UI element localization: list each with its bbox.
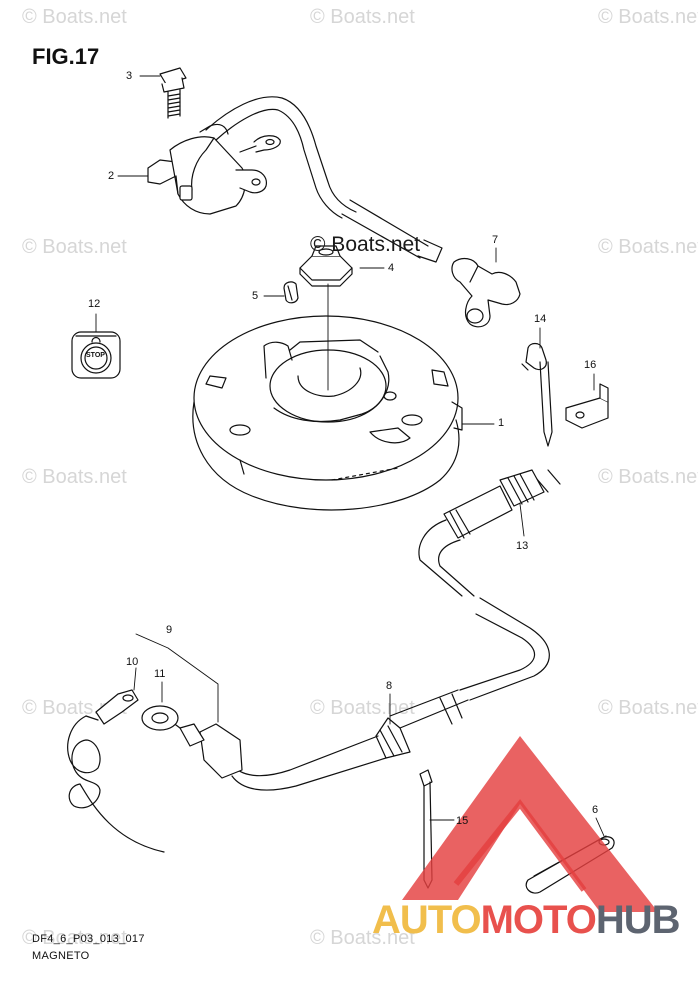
bolt-part-3 — [159, 67, 187, 119]
ignition-coil-part-2 — [147, 123, 267, 215]
callout-3: 3 — [126, 70, 133, 82]
watermark: © Boats.net — [310, 6, 415, 28]
watermark: © Boats.net — [310, 697, 415, 719]
callout-14: 14 — [534, 313, 547, 325]
figure-name: MAGNETO — [32, 950, 90, 962]
figure-title: FIG.17 — [32, 44, 100, 69]
callout-10: 10 — [126, 656, 139, 668]
watermark: © Boats.net — [598, 466, 698, 488]
stop-switch-part-12 — [71, 331, 121, 379]
key-part-5 — [283, 281, 299, 304]
callout-5: 5 — [252, 290, 259, 302]
automotohub-logo-text: AUTOMOTOHUB — [372, 898, 681, 943]
spark-plug-cap-part-7 — [451, 257, 521, 328]
watermark: © Boats.net — [598, 6, 698, 28]
logo-auto: AUTO — [372, 898, 482, 942]
automotohub-logo-mark — [402, 736, 658, 912]
callout-7: 7 — [492, 234, 499, 246]
callout-15: 15 — [456, 815, 469, 827]
callout-16: 16 — [584, 359, 597, 371]
grommet-part-13 — [443, 469, 561, 539]
magneto-cable — [231, 519, 550, 791]
callout-9: 9 — [166, 624, 173, 636]
stop-lead-part-9 — [171, 721, 243, 779]
callout-leaders — [95, 75, 605, 837]
nut-part-4 — [299, 245, 353, 287]
stop-switch-label: STOP — [86, 352, 105, 359]
watermark: © Boats.net — [22, 927, 127, 949]
terminal-part-10 — [67, 689, 165, 853]
nut-part-11 — [141, 705, 179, 731]
center-watermark: © Boats.net — [310, 233, 421, 256]
callout-13: 13 — [516, 540, 529, 552]
callout-6: 6 — [592, 804, 599, 816]
figure-code: DF4_6_P03_013_017 — [32, 933, 145, 945]
callout-1: 1 — [498, 417, 505, 429]
logo-hub: HUB — [595, 898, 681, 942]
bracket-part-16 — [565, 383, 609, 429]
stator-plate-part-1 — [192, 315, 463, 511]
callout-8: 8 — [386, 680, 393, 692]
watermark: © Boats.net — [598, 236, 698, 258]
watermark: © Boats.net — [22, 6, 127, 28]
watermark: © Boats.net — [22, 466, 127, 488]
watermark: © Boats.net — [598, 697, 698, 719]
callout-2: 2 — [108, 170, 115, 182]
callout-11: 11 — [154, 668, 166, 680]
high-tension-cord — [205, 96, 443, 263]
watermark: © Boats.net — [22, 236, 127, 258]
logo-moto: MOTO — [480, 898, 597, 942]
callout-4: 4 — [388, 262, 395, 274]
callout-12: 12 — [88, 298, 101, 310]
watermark: © Boats.net — [310, 927, 415, 949]
clamp-part-14 — [521, 342, 553, 447]
